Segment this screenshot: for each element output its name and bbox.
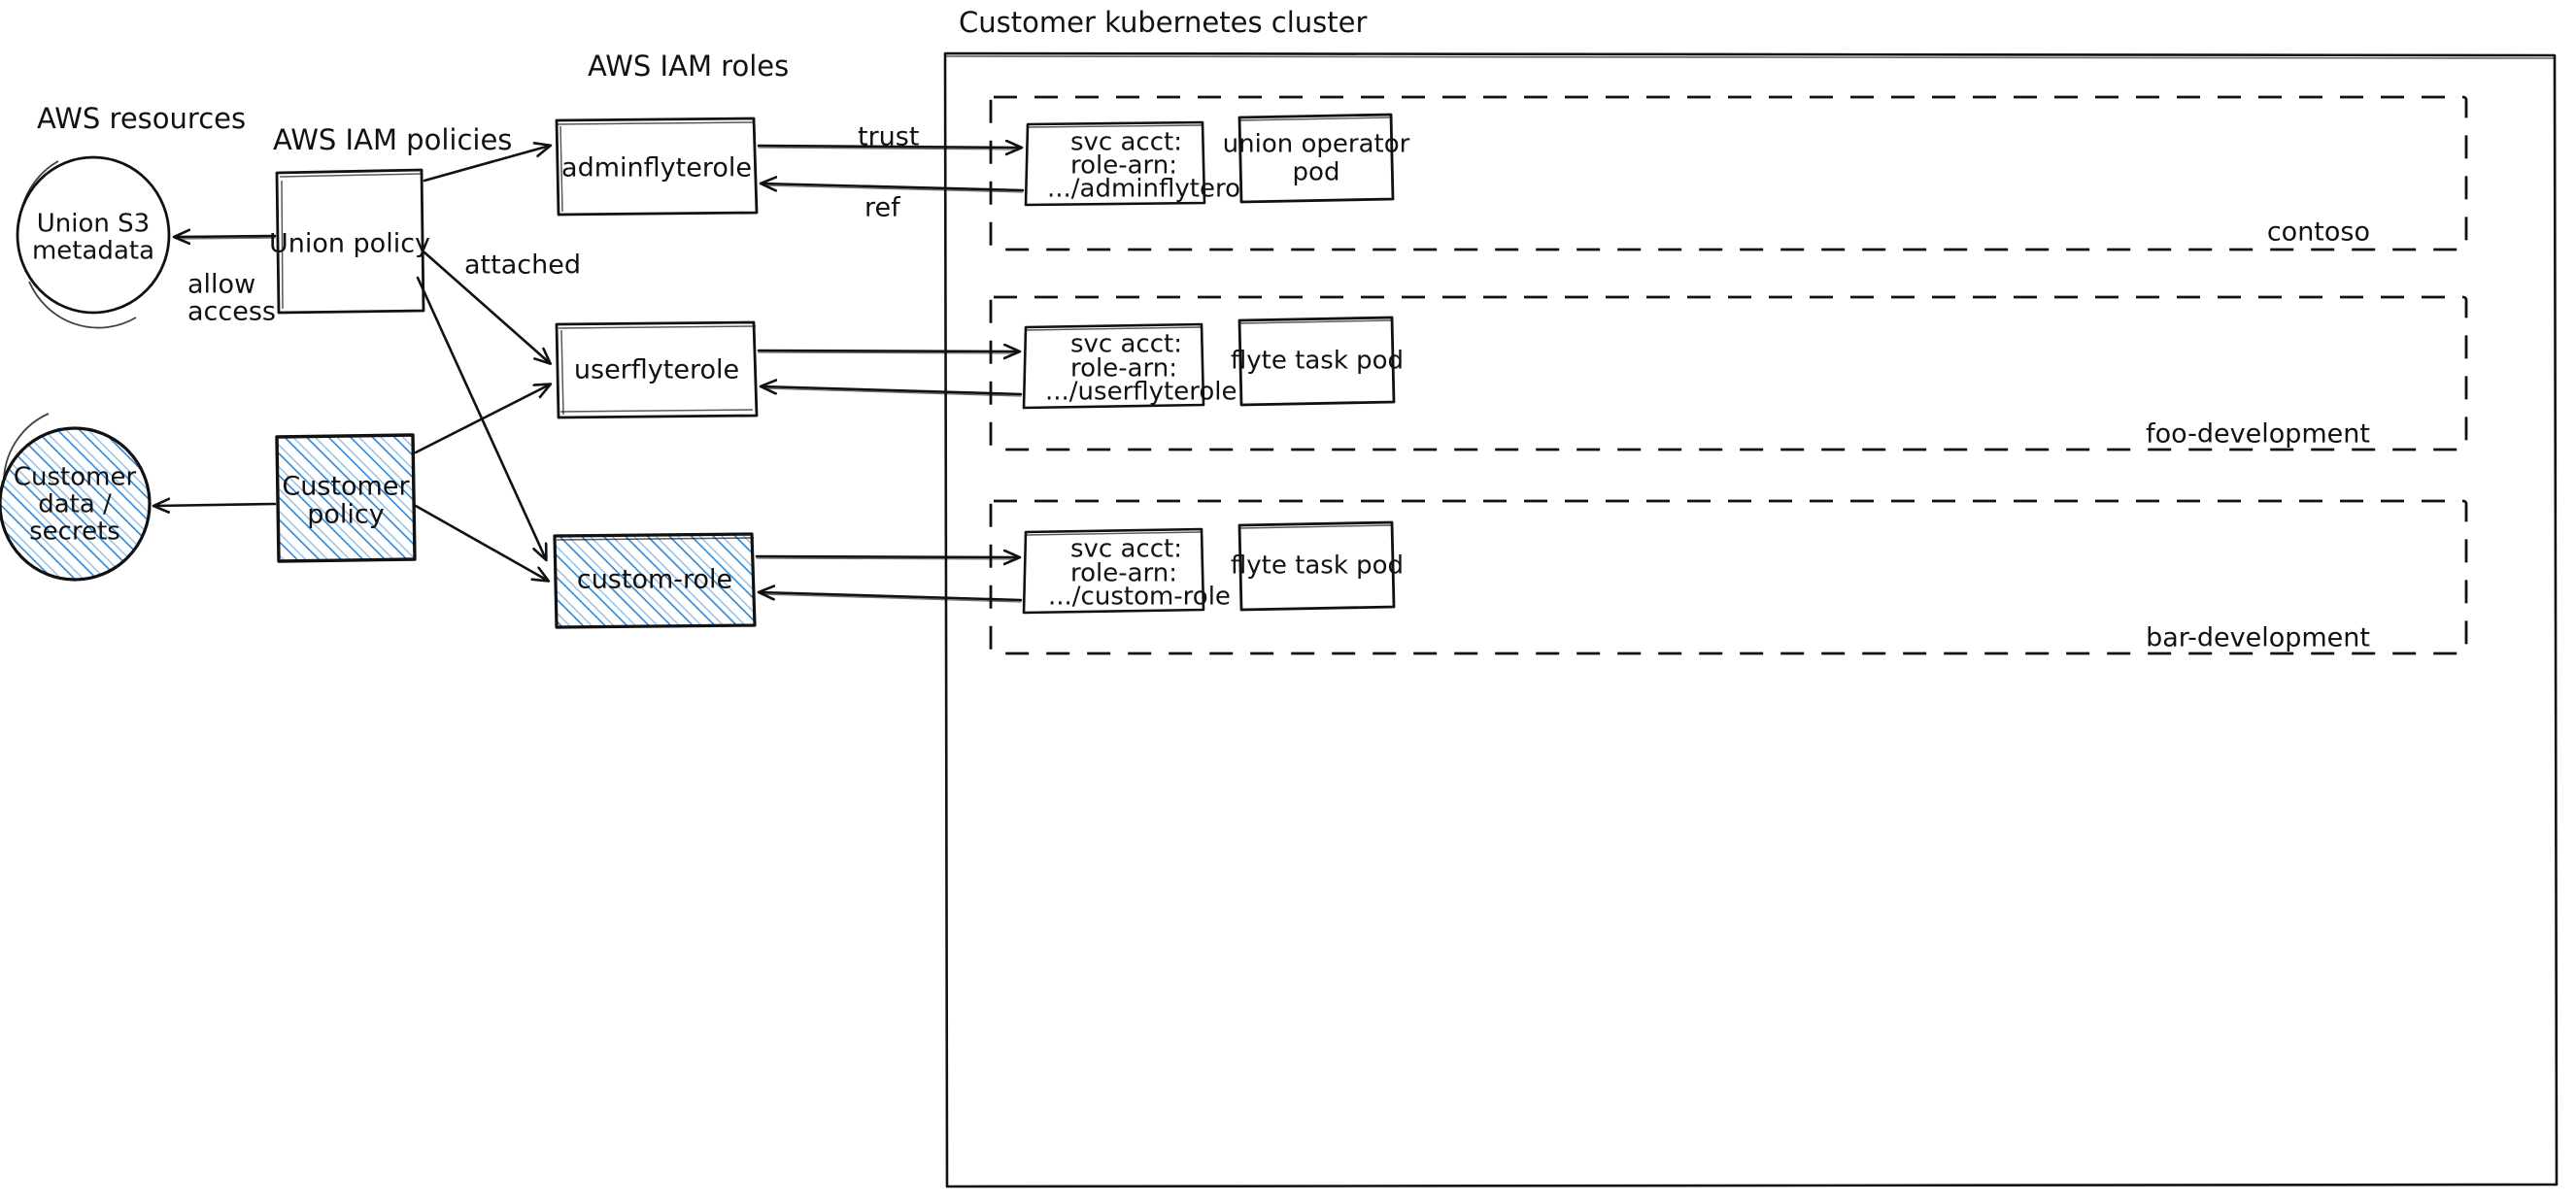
union-policy-label: Union policy: [269, 229, 430, 259]
edge-union-policy-to-userflyterole: [423, 251, 550, 363]
box-svc-acct-admin: svc acct: role-arn: .../adminflyterole: [1024, 120, 1263, 207]
edge-custom-role-to-svc-acct-custom: [755, 556, 1019, 557]
namespace-bar-development: bar-development svc acct: role-arn: .../…: [989, 499, 2468, 655]
svc-acct-custom-line-3: .../custom-role: [1048, 583, 1231, 612]
box-flyte-task-pod-foo: flyte task pod: [1231, 316, 1404, 407]
customer-data-line-2: data /: [38, 490, 112, 519]
box-svc-acct-user: svc acct: role-arn: .../userflyterole: [1022, 322, 1237, 410]
svc-acct-admin-line-1: svc acct:: [1070, 128, 1182, 157]
edge-svc-acct-admin-to-adminflyterole: [762, 184, 1025, 190]
union-operator-pod-line-1: union operator: [1223, 130, 1410, 159]
union-s3-line-2: metadata: [32, 237, 154, 266]
edge-label-access-line-2: access: [187, 297, 276, 327]
box-svc-acct-custom: svc acct: role-arn: .../custom-role: [1022, 527, 1231, 615]
svc-acct-user-line-3: .../userflyterole: [1045, 378, 1237, 407]
adminflyterole-label: adminflyterole: [561, 153, 752, 184]
edge-adminflyterole-to-svc-acct-admin: [757, 146, 1021, 148]
flyte-task-pod-bar-line-1: flyte task pod: [1231, 551, 1404, 581]
heading-aws-resources: AWS resources: [37, 102, 246, 135]
edge-svc-acct-custom-to-custom-role: [760, 592, 1023, 602]
svc-acct-custom-line-2: role-arn:: [1070, 559, 1177, 588]
edge-customer-policy-to-customer-data: [154, 504, 277, 506]
node-union-policy: Union policy: [269, 168, 430, 315]
namespace-label-contoso: contoso: [2267, 217, 2370, 248]
svc-acct-admin-line-2: role-arn:: [1070, 151, 1177, 181]
svc-acct-custom-line-1: svc acct:: [1070, 535, 1182, 564]
namespace-label-foo-development: foo-development: [2146, 419, 2370, 450]
box-union-operator-pod: union operator pod: [1223, 113, 1410, 204]
edge-union-policy-to-adminflyterole: [423, 146, 550, 183]
box-flyte-task-pod-bar: flyte task pod: [1231, 520, 1404, 612]
edge-customer-policy-to-userflyterole: [414, 384, 550, 454]
edges-layer: [154, 146, 1025, 603]
svc-acct-user-line-1: svc acct:: [1070, 330, 1182, 359]
node-userflyterole: userflyterole: [555, 320, 759, 419]
customer-policy-line-1: Customer: [282, 472, 410, 502]
heading-aws-iam-policies: AWS IAM policies: [273, 123, 512, 156]
edge-label-allow-line-1: allow: [187, 270, 255, 300]
node-customer-policy: Customer policy: [275, 433, 417, 563]
edge-label-attached: attached: [464, 251, 581, 281]
namespace-foo-development: foo-development svc acct: role-arn: .../…: [989, 295, 2468, 451]
edge-label-trust: trust: [858, 122, 919, 152]
union-s3-line-1: Union S3: [37, 210, 150, 239]
cluster-boundary: [943, 51, 2559, 1188]
node-union-s3: Union S3 metadata: [16, 155, 171, 329]
custom-role-label: custom-role: [577, 565, 732, 595]
edge-svc-acct-user-to-userflyterole: [762, 386, 1023, 396]
userflyterole-label: userflyterole: [574, 355, 739, 385]
union-operator-pod-line-2: pod: [1293, 158, 1340, 187]
edge-union-policy-to-union-s3: [175, 236, 277, 237]
namespace-label-bar-development: bar-development: [2146, 623, 2370, 653]
svc-acct-user-line-2: role-arn:: [1070, 354, 1177, 384]
namespace-contoso: contoso svc acct: role-arn: .../adminfly…: [989, 95, 2468, 251]
edge-customer-policy-to-custom-role: [414, 504, 548, 581]
edge-label-ref: ref: [864, 193, 901, 223]
node-custom-role: custom-role: [553, 532, 757, 629]
svc-acct-admin-line-3: .../adminflyterole: [1047, 175, 1263, 204]
heading-aws-iam-roles: AWS IAM roles: [588, 50, 789, 83]
node-customer-data: Customer data / secrets: [0, 413, 152, 582]
flyte-task-pod-foo-line-1: flyte task pod: [1231, 347, 1404, 376]
node-adminflyterole: adminflyterole: [555, 117, 759, 217]
customer-policy-line-2: policy: [307, 500, 385, 530]
heading-k8s-cluster: Customer kubernetes cluster: [959, 6, 1367, 39]
customer-data-line-1: Customer: [14, 463, 137, 492]
customer-data-line-3: secrets: [29, 518, 120, 547]
